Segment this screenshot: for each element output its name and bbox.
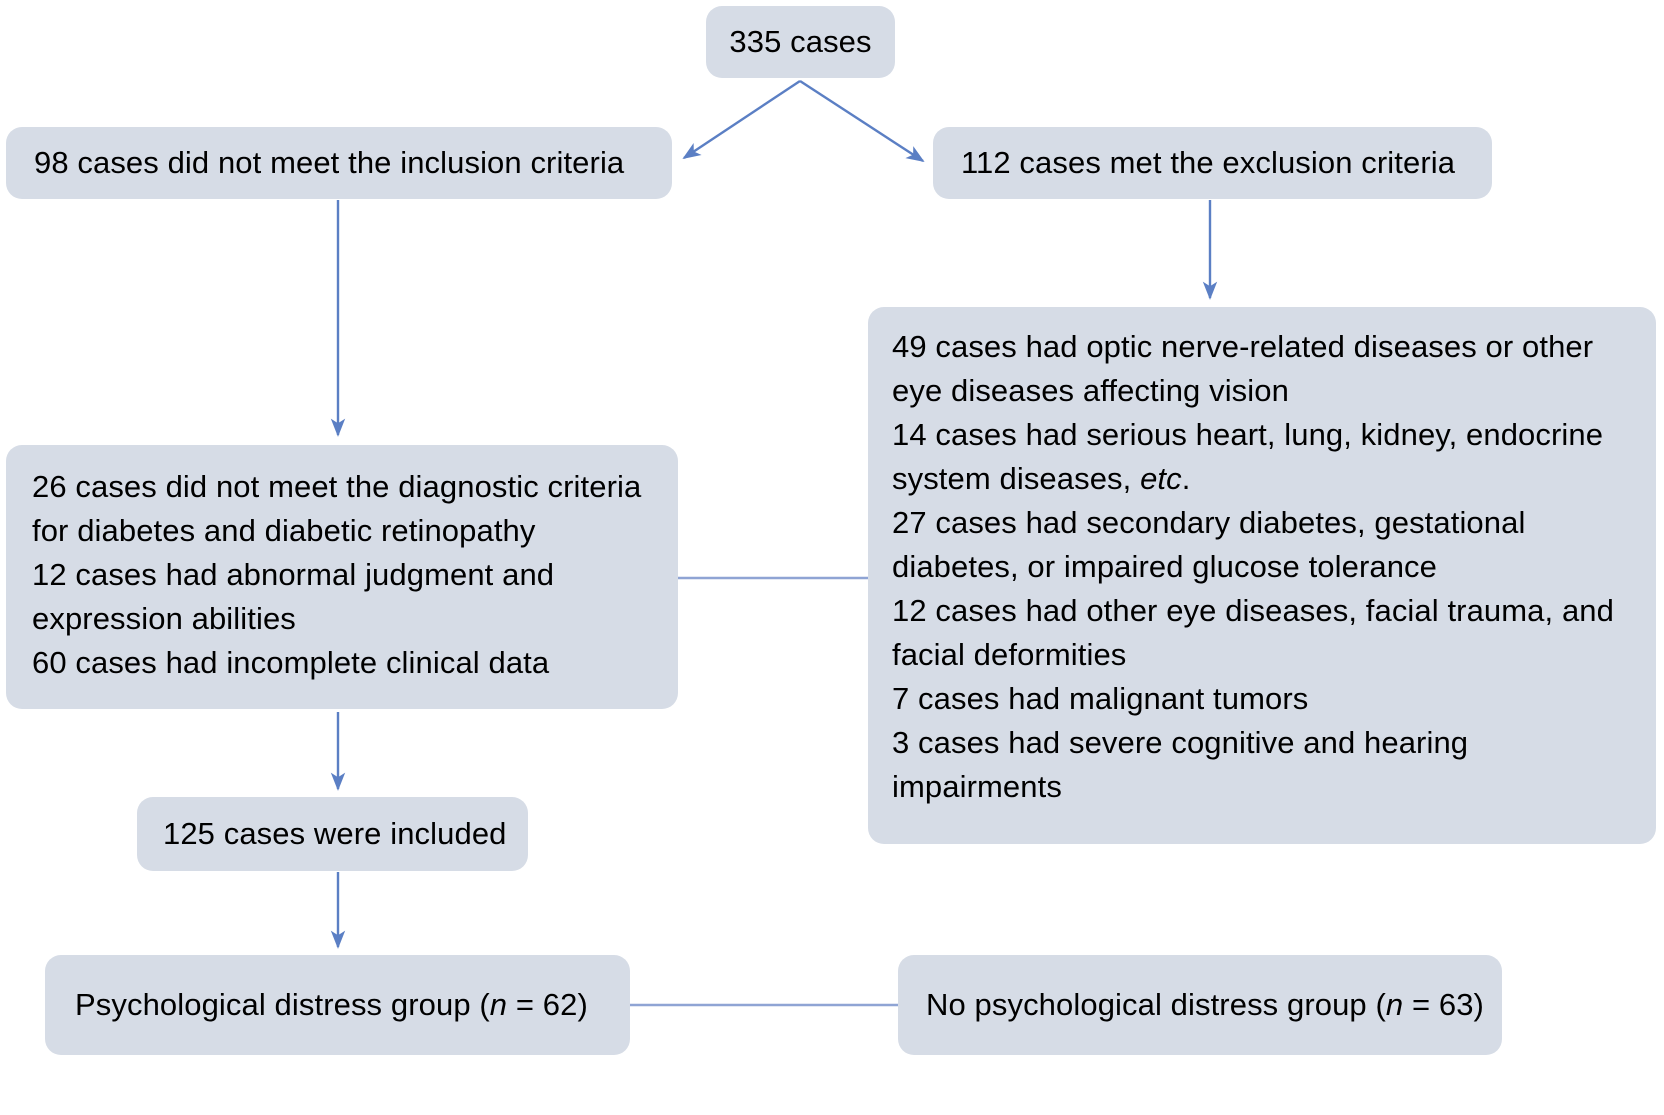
node-not-inclusion-criteria-label: 98 cases did not meet the inclusion crit…	[34, 144, 625, 180]
node-met-exclusion-criteria[interactable]: 112 cases met the exclusion criteria	[933, 127, 1492, 199]
node-no-psychological-distress-group[interactable]: No psychological distress group (n = 63)	[898, 955, 1502, 1055]
node-not-inclusion-criteria[interactable]: 98 cases did not meet the inclusion crit…	[6, 127, 672, 199]
node-diagnostic-criteria-label: 26 cases did not meet the diagnostic cri…	[32, 469, 642, 681]
edge-total-to-not-inclusion	[682, 80, 801, 160]
node-cases-included[interactable]: 125 cases were included	[137, 797, 528, 871]
node-met-exclusion-criteria-label: 112 cases met the exclusion criteria	[961, 144, 1456, 180]
node-cases-included-label: 125 cases were included	[163, 815, 507, 851]
node-psychological-distress-group-label: Psychological distress group (n = 62)	[75, 986, 588, 1022]
node-diagnostic-criteria[interactable]: 26 cases did not meet the diagnostic cri…	[6, 445, 678, 709]
node-psychological-distress-group[interactable]: Psychological distress group (n = 62)	[45, 955, 630, 1055]
node-total-cases-label: 335 cases	[729, 23, 872, 59]
node-total-cases[interactable]: 335 cases	[706, 6, 895, 78]
edge-total-to-exclusion	[799, 79, 925, 163]
node-no-psychological-distress-group-label: No psychological distress group (n = 63)	[926, 986, 1484, 1022]
node-exclusion-details-label: 49 cases had optic nerve-related disease…	[892, 329, 1614, 805]
node-exclusion-details[interactable]: 49 cases had optic nerve-related disease…	[868, 307, 1656, 844]
